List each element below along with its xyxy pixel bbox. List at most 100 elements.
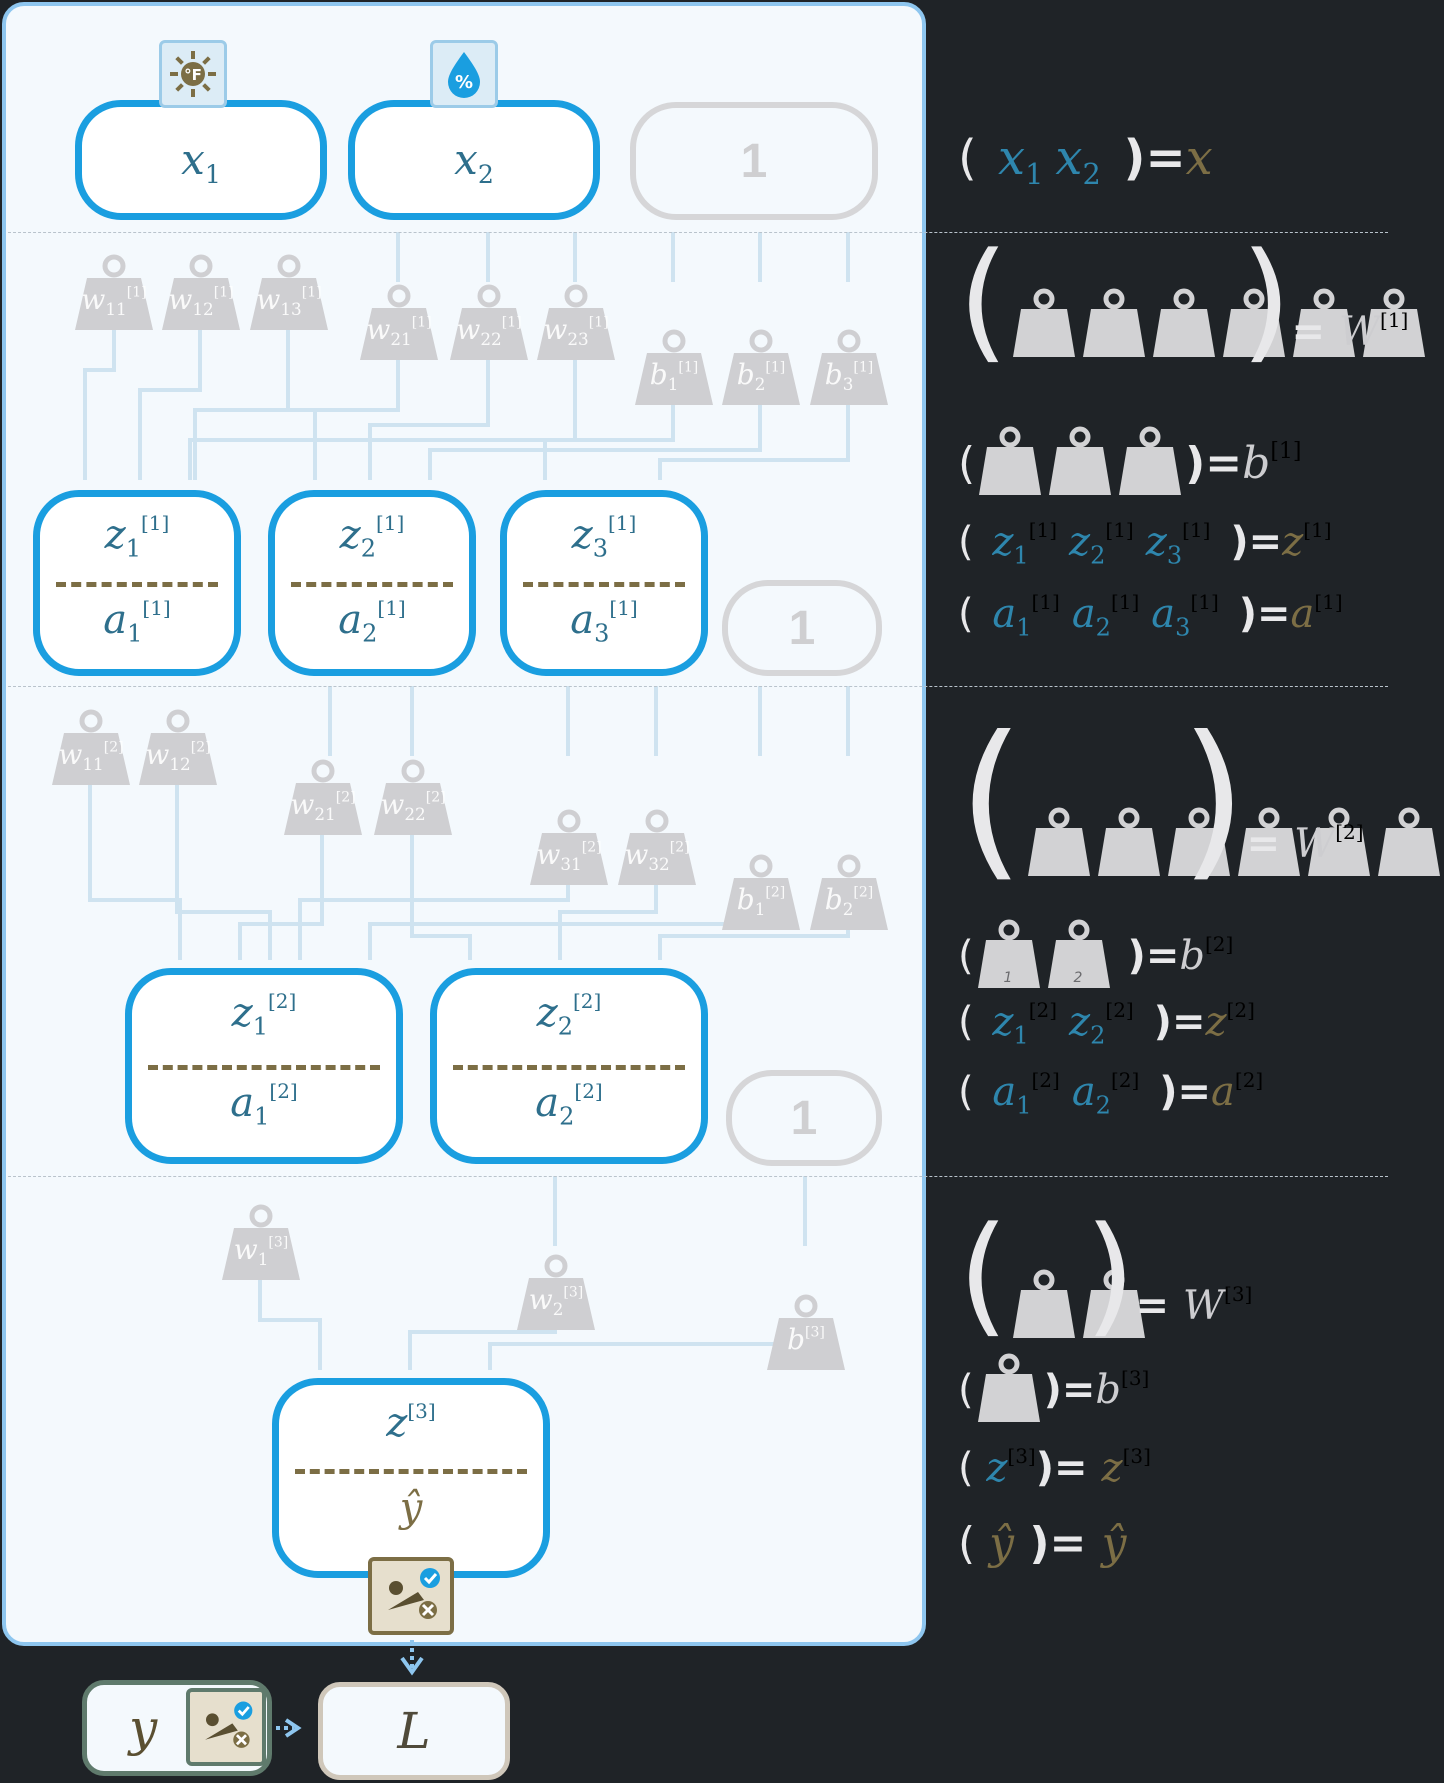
sun-icon: °F [170, 51, 216, 97]
left-paren: ( [958, 519, 987, 565]
weight-l2-7: b2[2] [808, 850, 890, 932]
W2-matrix-grid [1024, 806, 1441, 888]
weight-symbol-base: b [736, 883, 755, 916]
hidden1-node-3[interactable]: z3[1]a3[1] [500, 490, 708, 676]
weight-symbol: w1[3] [234, 1233, 289, 1269]
equals: )= [1139, 999, 1206, 1045]
connection-edge [83, 330, 116, 480]
weight-label: w2[3] [515, 1283, 597, 1319]
weight-symbol-sub: 13 [280, 298, 302, 319]
input-node-x2[interactable]: x2 [348, 100, 600, 220]
equals: )= [1014, 1518, 1102, 1569]
eq-item-z2-sup: [2] [1105, 998, 1134, 1022]
eq-item-z1-sup: [1] [1028, 518, 1058, 542]
weight-label: b[3] [765, 1323, 847, 1356]
z-symbol: z1[2] [232, 989, 297, 1040]
z3-symbol-base: z [386, 1400, 408, 1446]
eq-item-a3: a3[1] [1151, 590, 1218, 641]
connection-edge [428, 405, 762, 480]
kettlebell-icon [767, 1294, 845, 1370]
output-node[interactable]: z[3]ŷ [272, 1378, 550, 1578]
W1-result: W[1] [1339, 308, 1408, 355]
eq-z1-vector: ( z1[1]z2[1]z3[1] )=z[1] [958, 518, 1332, 569]
yhat-item: ŷ [989, 1518, 1015, 1569]
weight-symbol: w13[1] [256, 283, 321, 319]
input-symbol-x1: x1 [181, 135, 221, 189]
weight-symbol-base: w [366, 313, 391, 346]
eq-item-z1: z1[1] [992, 518, 1058, 569]
weight-l1-2: w13[1] [248, 250, 330, 332]
kettlebell-icon [75, 254, 153, 330]
weight-symbol-base: w [168, 283, 193, 316]
a-symbol-base: a [230, 1080, 255, 1126]
weight-symbol: w12[2] [145, 738, 211, 774]
weight-l1-7: b2[1] [720, 325, 802, 407]
svg-text:%: % [455, 72, 473, 93]
a-symbol-sup: [2] [574, 1079, 603, 1103]
eq-item-z1-sub: 1 [1013, 1021, 1029, 1050]
layer-divider [8, 686, 1388, 687]
layer-divider [8, 232, 1388, 233]
connection-edge [368, 922, 762, 960]
eq-item-a2: a2[1] [1072, 590, 1140, 641]
weight-symbol: w12[1] [168, 283, 233, 319]
weight-symbol: w21[1] [366, 313, 431, 349]
kettlebell-icon [139, 709, 217, 785]
weight-symbol-sub: 11 [82, 753, 104, 774]
hidden2-node-2[interactable]: z2[2]a2[2] [430, 968, 708, 1164]
z-symbol-sup: [1] [376, 511, 405, 535]
left-paren: ( [958, 700, 1025, 898]
W2-result-base: W [1294, 821, 1336, 867]
eq-item-z2: z2[1] [1069, 518, 1134, 569]
eq-item-a1: a1[2] [992, 1068, 1059, 1119]
z2-result: z[2] [1205, 998, 1254, 1045]
eq-item-a2-sup: [1] [1110, 590, 1140, 614]
left-paren: ( [958, 224, 1009, 376]
z-value: z[3] [279, 1399, 543, 1446]
weight-symbol: w22[2] [380, 788, 445, 824]
arrow-y-to-loss-head [284, 1718, 302, 1738]
left-paren: ( [958, 1518, 990, 1569]
eq-item-z2-sub: 2 [1090, 541, 1106, 570]
z-symbol: z1[1] [105, 511, 170, 562]
connection-edge [298, 885, 570, 960]
hidden2-node-1[interactable]: z1[2]a1[2] [125, 968, 403, 1164]
weight-l3-0: w1[3] [220, 1200, 302, 1282]
scale-check-icon [205, 1701, 253, 1748]
kettlebell-icon [1026, 806, 1092, 888]
weight-symbol-sub: 22 [480, 328, 502, 349]
loss-L-box[interactable]: L [318, 1682, 510, 1780]
eq-item-a1-sub: 1 [1016, 613, 1032, 642]
input-node-x1[interactable]: x1 [75, 100, 327, 220]
weight-l1-1: w12[1] [160, 250, 242, 332]
z-symbol: z2[1] [340, 511, 405, 562]
weight-symbol-sup: [2] [190, 739, 211, 756]
left-paren: ( [958, 591, 987, 637]
z-value: z3[1] [507, 511, 701, 562]
svg-text:2: 2 [1073, 970, 1082, 986]
input-symbol-x1-sub: 1 [204, 159, 221, 189]
a-symbol-sup: [1] [609, 596, 638, 620]
weight-label: w22[1] [448, 313, 530, 349]
weight-label: b1[2] [720, 883, 802, 919]
b1-result: b[1] [1242, 438, 1301, 489]
hidden1-node-1[interactable]: z1[1]a1[1] [33, 490, 241, 676]
weight-l2-2: w21[2] [282, 755, 364, 837]
z3-item: z[3] [986, 1444, 1035, 1491]
kettlebell-icon [977, 425, 1043, 508]
eq-item-a1-base: a [992, 591, 1017, 637]
eq-z3: ( z[3])= z[3] [958, 1444, 1151, 1491]
weight-symbol-sup: [1] [765, 359, 786, 376]
hidden1-node-2[interactable]: z2[1] a2[1] [268, 490, 476, 676]
left-paren: ( [958, 438, 976, 489]
network-panel [2, 2, 926, 1646]
weight-label: b2[2] [808, 883, 890, 919]
bias-unit-hidden1: 1 [722, 580, 882, 676]
a1-result-sup: [1] [1314, 590, 1343, 614]
left-paren: ( [958, 130, 992, 186]
weight-symbol-base: b [824, 358, 843, 391]
a-value: a2[1] [275, 596, 469, 647]
weight-symbol-sup: [2] [335, 789, 356, 806]
activation-separator [56, 582, 218, 587]
